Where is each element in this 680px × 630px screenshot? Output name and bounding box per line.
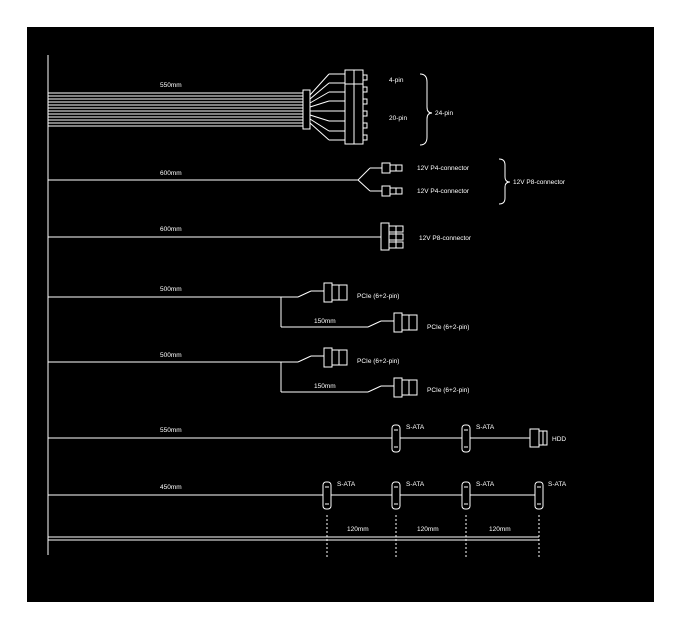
hdd-connector [529, 428, 540, 448]
cable-pcie-2-length: 500mm [160, 352, 182, 359]
sata-label-7c: S-ATA [476, 481, 495, 488]
sata-connector-7d [534, 481, 544, 510]
pcie-label-1b: PCIe (6+2-pin) [427, 324, 469, 331]
pcie-connector-2b [393, 377, 403, 398]
cable-sata-hdd: 550mm S-ATA S-ATA HDD [48, 424, 566, 453]
pcie-connector-2a [323, 347, 333, 368]
p8-label: 12V P8-connector [419, 235, 472, 242]
sata-connector-6a [391, 424, 401, 453]
pcie-label-2a: PCIe (6+2-pin) [357, 358, 399, 365]
pcie-label-1a: PCIe (6+2-pin) [357, 293, 399, 300]
pcie-branch-1-length: 150mm [314, 318, 336, 325]
p4-label-2: 12V P4-connector [417, 188, 470, 195]
cable-sata-4: 450mm S-ATA S-ATA S-ATA S-ATA [48, 481, 567, 510]
sata-connector-7c [461, 481, 471, 510]
cable-p8: 600mm 12V P8-connector [48, 222, 472, 251]
diagram-panel: 550mm 4-pin 20-pin 24-pin 600mm 12V P4-c… [27, 27, 654, 602]
sata-label-7a: S-ATA [337, 481, 356, 488]
brace-p8 [498, 158, 511, 205]
sata-connector-7b [391, 481, 401, 510]
pcie-label-2b: PCIe (6+2-pin) [427, 387, 469, 394]
sata-label-6a: S-ATA [406, 424, 425, 431]
sata-connector-7a [322, 481, 332, 510]
spacing-dimension: 120mm 120mm 120mm [48, 515, 540, 557]
pcie-connector-1b [393, 312, 403, 333]
p8-connector [380, 222, 390, 251]
cable-24pin-bundle [48, 69, 368, 145]
brace-24pin [419, 73, 433, 146]
cable-p4: 600mm 12V P4-connector 12V P4-connector … [48, 158, 566, 205]
hdd-label: HDD [552, 436, 566, 443]
p4-connector-2 [381, 185, 391, 197]
sata-label-7b: S-ATA [406, 481, 425, 488]
cable-sata-4-length: 450mm [160, 484, 182, 491]
cable-p4-length: 600mm [160, 170, 182, 177]
cable-pcie-1: 500mm PCIe (6+2-pin) 150mm PCIe (6+2-pin… [48, 282, 469, 333]
cable-24pin: 550mm 4-pin 20-pin 24-pin [48, 69, 453, 146]
group-24pin-label: 24-pin [435, 110, 453, 117]
cable-sata-hdd-length: 550mm [160, 427, 182, 434]
spacing-label-3: 120mm [489, 526, 511, 533]
p4-label-1: 12V P4-connector [417, 165, 470, 172]
sata-label-6b: S-ATA [476, 424, 495, 431]
cable-diagram: 550mm 4-pin 20-pin 24-pin 600mm 12V P4-c… [47, 55, 567, 557]
cable-24pin-length: 550mm [160, 82, 182, 89]
sata-connector-6b [461, 424, 471, 453]
group-p8-label: 12V P8-connector [513, 179, 566, 186]
cable-p8-length: 600mm [160, 226, 182, 233]
pcie-connector-1a [323, 282, 333, 303]
cable-pcie-2: 500mm PCIe (6+2-pin) 150mm PCIe (6+2-pin… [48, 347, 469, 398]
pcie-branch-2-length: 150mm [314, 383, 336, 390]
cable-pcie-1-length: 500mm [160, 286, 182, 293]
sata-label-7d: S-ATA [548, 481, 567, 488]
connector-4pin-label: 4-pin [389, 77, 404, 84]
spacing-label-2: 120mm [417, 526, 439, 533]
connector-20pin-label: 20-pin [389, 115, 407, 122]
p4-connector-1 [381, 162, 391, 174]
spacing-label-1: 120mm [347, 526, 369, 533]
